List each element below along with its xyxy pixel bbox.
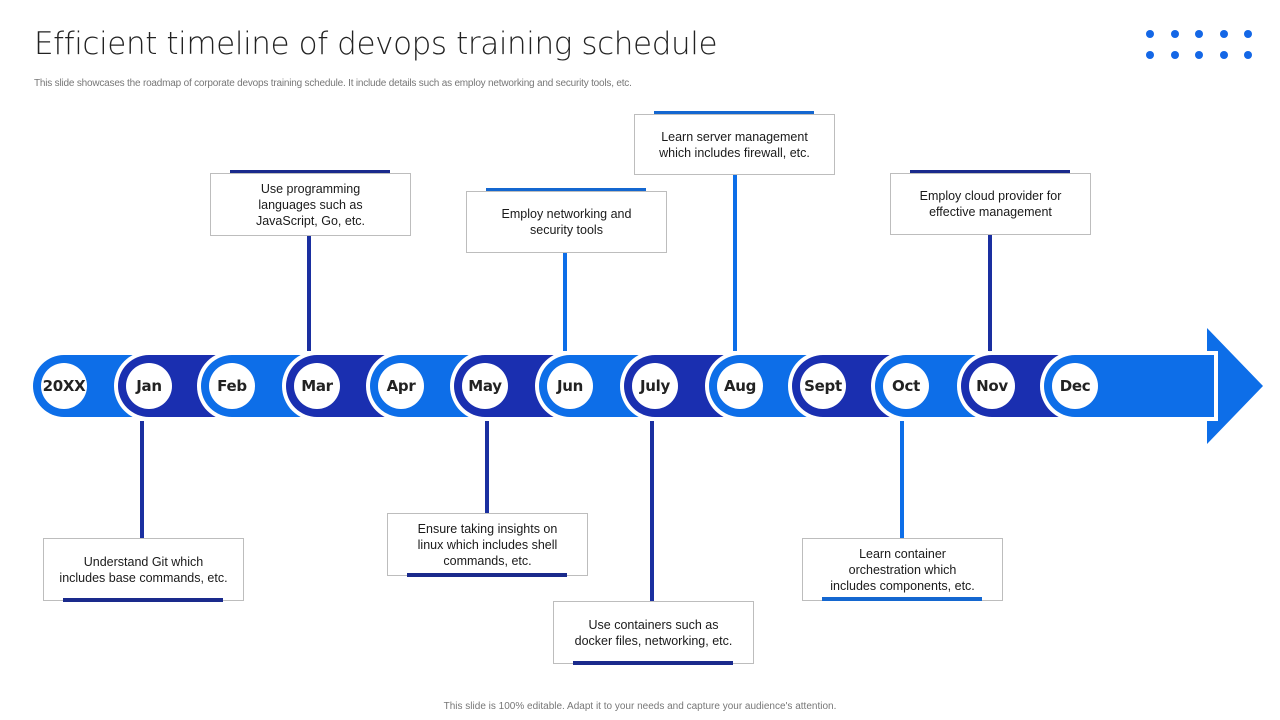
milestone-label: Nov (969, 363, 1015, 409)
milestone-label: 20XX (41, 363, 87, 409)
slide-footer: This slide is 100% editable. Adapt it to… (443, 701, 837, 712)
slide-title: Efficient timeline of devops training sc… (34, 26, 718, 62)
milestone-label: Aug (717, 363, 763, 409)
card-accent-bar (230, 170, 390, 174)
milestone-label: Jan (126, 363, 172, 409)
event-card-jun: Employ networking and security tools (466, 191, 667, 253)
milestone-label: Sept (800, 363, 846, 409)
event-text: Use containers such as docker files, net… (574, 617, 733, 648)
event-card-july: Use containers such as docker files, net… (553, 601, 754, 664)
event-text: Employ cloud provider for effective mana… (919, 189, 1062, 219)
event-text: Understand Git which includes base comma… (59, 554, 228, 585)
event-card-oct: Learn container orchestration which incl… (802, 538, 1003, 601)
card-accent-bar (407, 573, 567, 577)
milestone-label: Apr (378, 363, 424, 409)
event-card-jan: Understand Git which includes base comma… (43, 538, 244, 601)
card-accent-bar (910, 170, 1070, 174)
event-card-may: Ensure taking insights on linux which in… (387, 513, 588, 576)
connector-mar (307, 235, 311, 352)
event-card-mar: Use programming languages such as JavaSc… (210, 173, 411, 236)
event-card-aug: Learn server management which includes f… (634, 114, 835, 175)
connector-may (485, 421, 489, 513)
milestone-label: May (462, 363, 508, 409)
event-text: Use programming languages such as JavaSc… (255, 181, 366, 228)
connector-aug (733, 174, 737, 352)
card-accent-bar (822, 597, 982, 601)
event-text: Employ networking and security tools (501, 207, 632, 237)
event-text: Ensure taking insights on linux which in… (417, 521, 558, 568)
dot-grid-icon (1146, 30, 1256, 62)
connector-oct (900, 421, 904, 538)
connector-july (650, 421, 654, 601)
milestone-label: Feb (209, 363, 255, 409)
milestone-label: July (632, 363, 678, 409)
card-accent-bar (486, 188, 646, 192)
arrow-head-icon (1207, 328, 1263, 444)
event-text: Learn server management which includes f… (659, 129, 810, 160)
connector-nov (988, 234, 992, 352)
milestone-label: Dec (1052, 363, 1098, 409)
connector-jun (563, 252, 567, 352)
card-accent-bar (573, 661, 733, 665)
event-text: Learn container orchestration which incl… (830, 546, 975, 593)
event-card-nov: Employ cloud provider for effective mana… (890, 173, 1091, 235)
card-accent-bar (63, 598, 223, 602)
slide-subtitle: This slide showcases the roadmap of corp… (34, 78, 632, 89)
milestone-label: Jun (547, 363, 593, 409)
card-accent-bar (654, 111, 814, 115)
milestone-label: Mar (294, 363, 340, 409)
milestone-dec: Dec (1044, 355, 1214, 417)
milestone-label: Oct (883, 363, 929, 409)
connector-jan (140, 421, 144, 538)
